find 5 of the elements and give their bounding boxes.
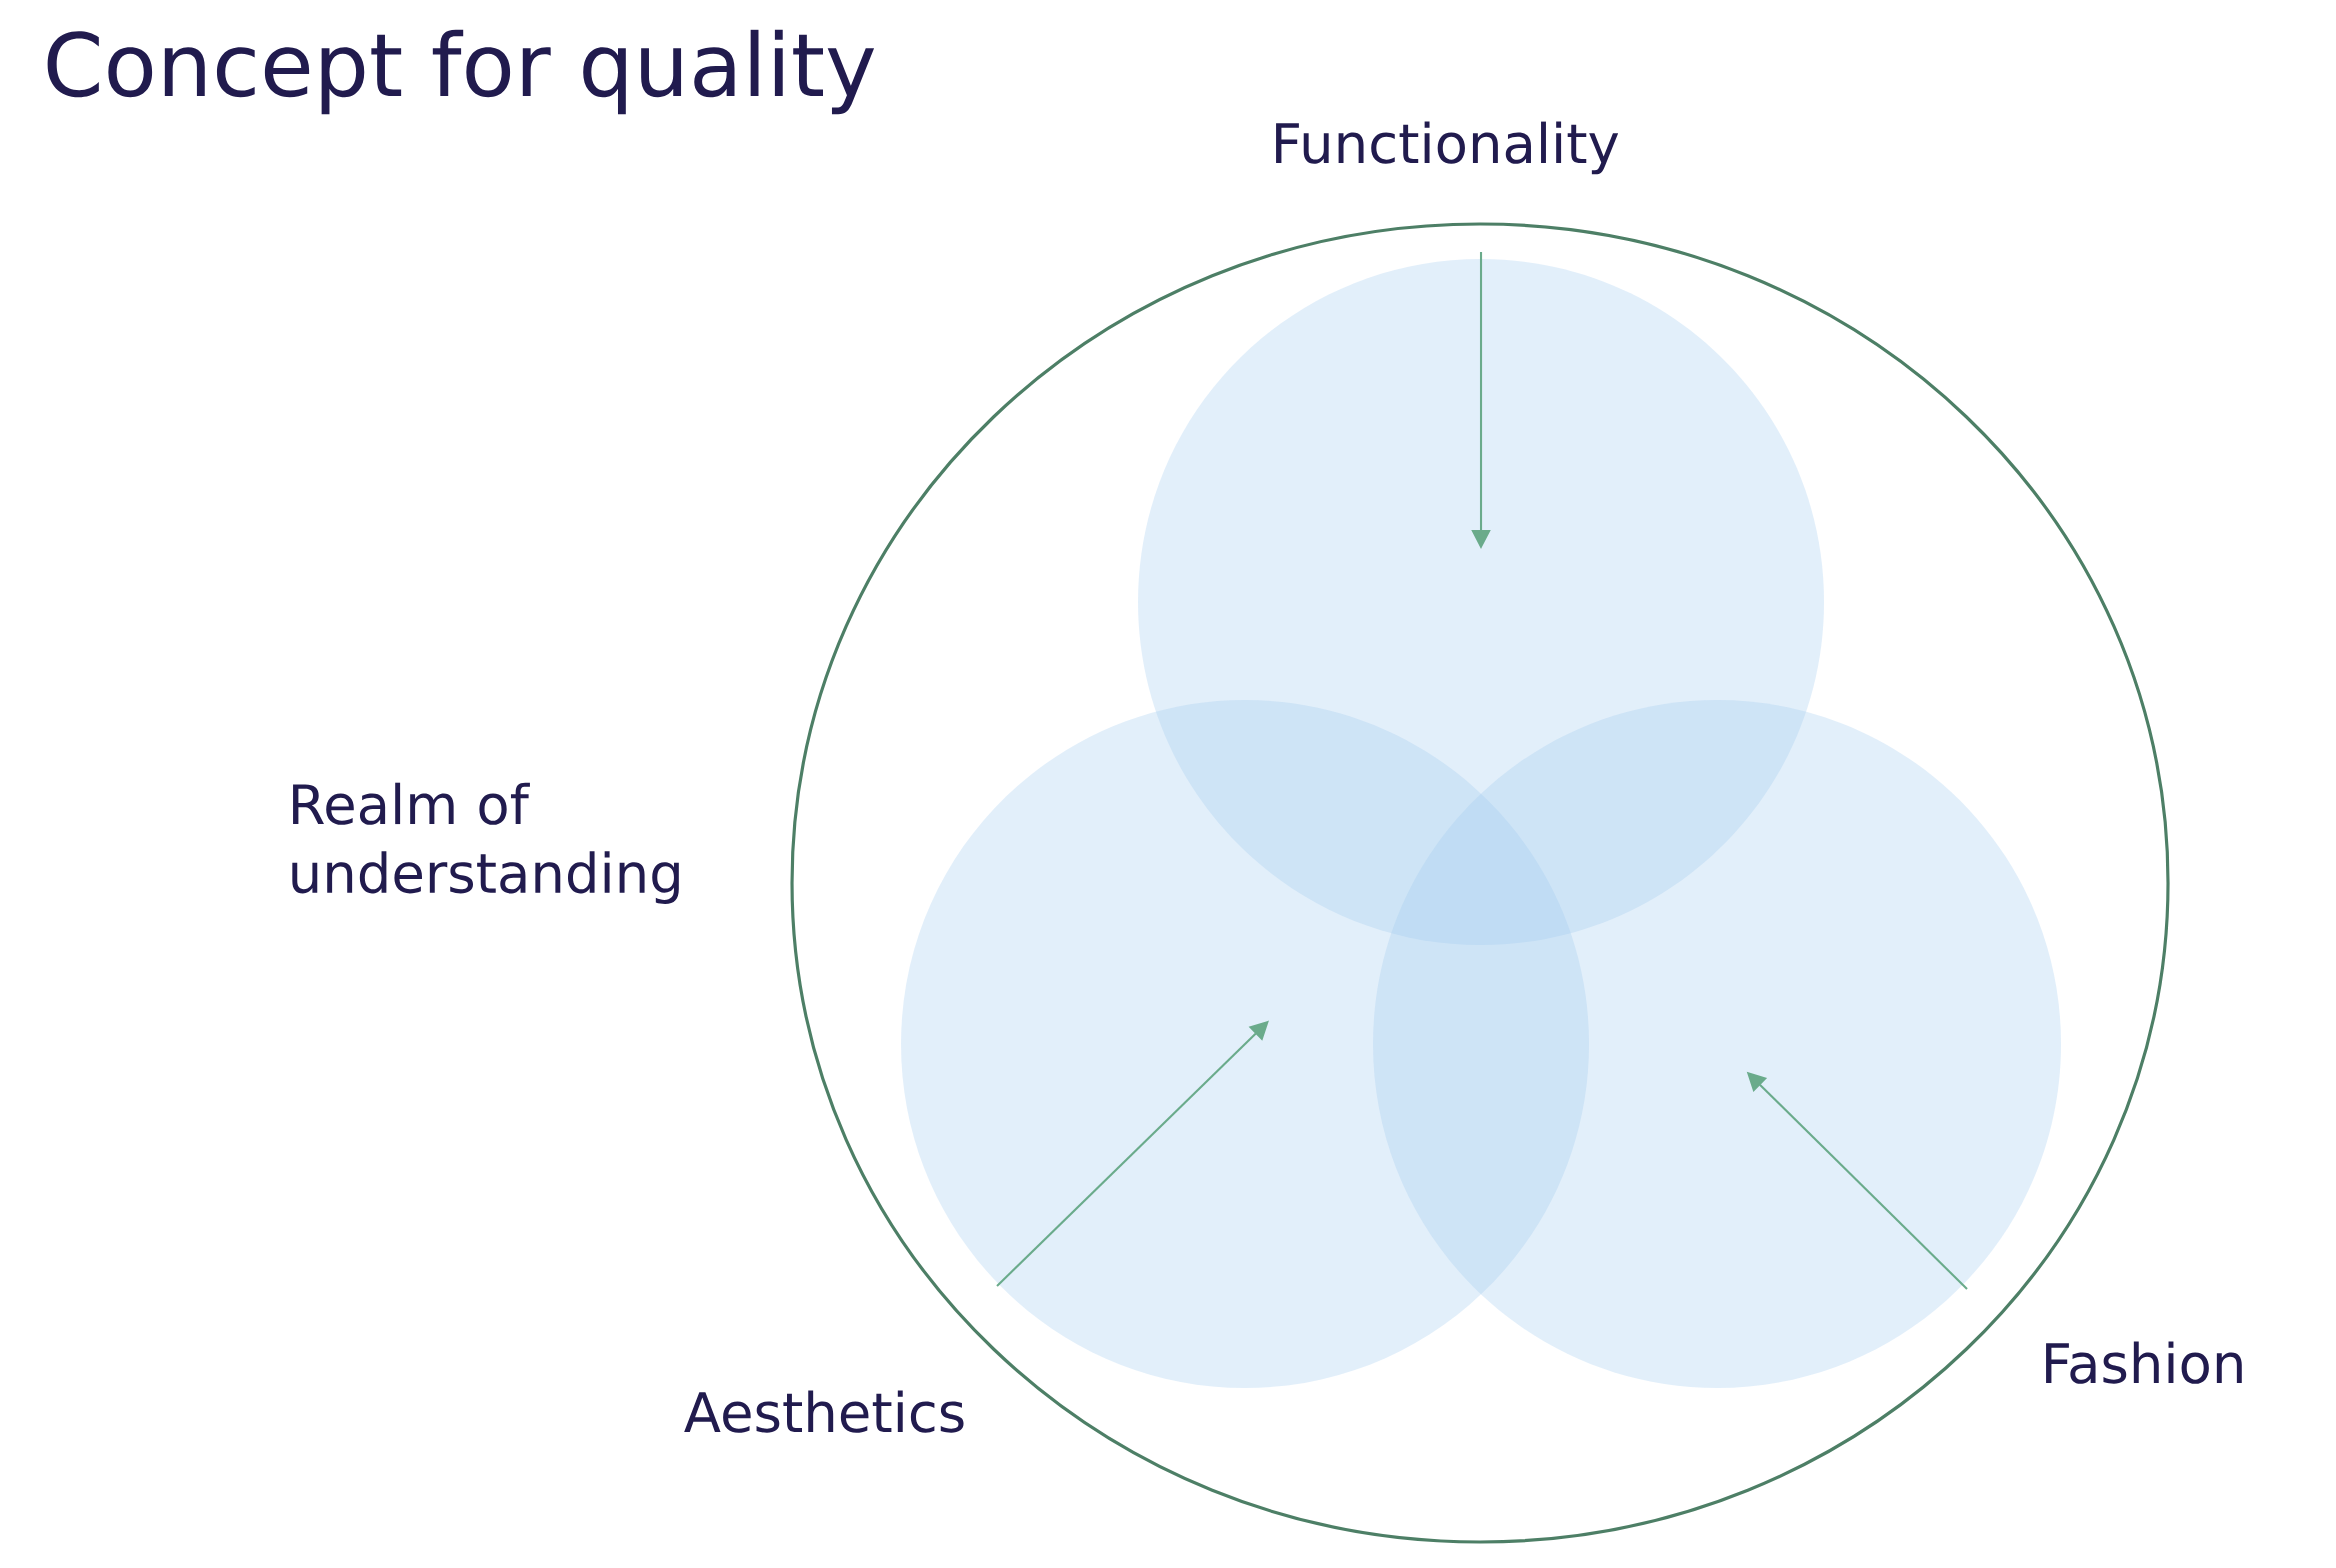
- region-label: Realm of understanding: [292, 782, 679, 904]
- category-label: Aesthetics: [684, 1390, 964, 1433]
- category-label: Fashion: [2046, 1341, 2242, 1384]
- category-label: Functionality: [1276, 121, 1619, 175]
- title: Concept for quality: [47, 29, 875, 115]
